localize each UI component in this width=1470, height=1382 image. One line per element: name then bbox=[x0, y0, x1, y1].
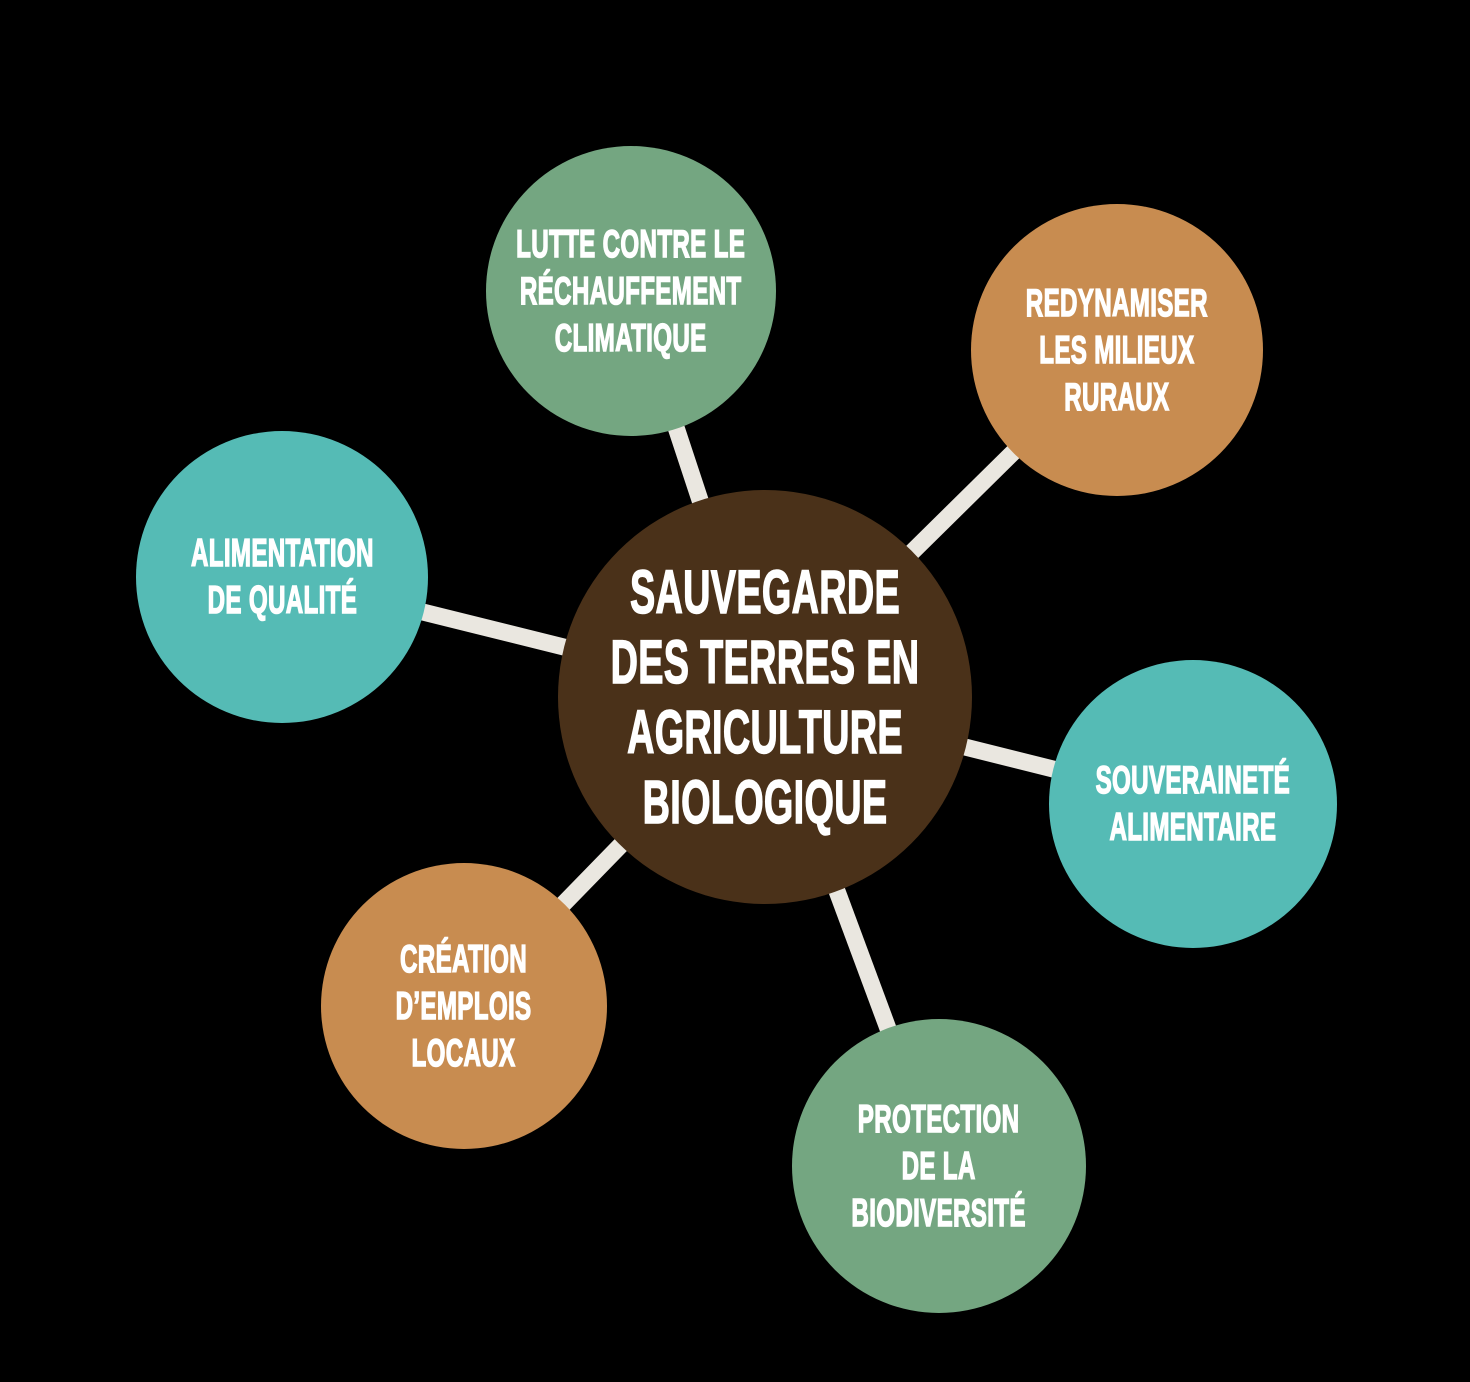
node-center-label: SAUVEGARDEDES TERRES ENAGRICULTUREBIOLOG… bbox=[610, 557, 920, 837]
node-protection-de-la-biodiversite: PROTECTIONDE LABIODIVERSITÉ bbox=[792, 1019, 1086, 1313]
node-souverainete-label: SOUVERAINETÉALIMENTAIRE bbox=[1095, 758, 1291, 850]
node-creation-demplois-locaux: CRÉATIOND’EMPLOISLOCAUX bbox=[321, 863, 607, 1149]
node-lutte-label: LUTTE CONTRE LERÉCHAUFFEMENTCLIMATIQUE bbox=[516, 222, 746, 361]
node-redynamiser-label: REDYNAMISERLES MILIEUXRURAUX bbox=[1025, 281, 1209, 420]
node-alimentation-de-qualite: ALIMENTATIONDE QUALITÉ bbox=[136, 431, 428, 723]
node-protection-label: PROTECTIONDE LABIODIVERSITÉ bbox=[851, 1097, 1027, 1236]
node-center-sauvegarde-des-terres: SAUVEGARDEDES TERRES ENAGRICULTUREBIOLOG… bbox=[558, 490, 972, 904]
node-alimentation-label: ALIMENTATIONDE QUALITÉ bbox=[190, 531, 374, 623]
node-redynamiser-les-milieux-ruraux: REDYNAMISERLES MILIEUXRURAUX bbox=[971, 204, 1263, 496]
node-lutte-contre-le-rechauffement-climatique: LUTTE CONTRE LERÉCHAUFFEMENTCLIMATIQUE bbox=[486, 146, 776, 436]
node-souverainete-alimentaire: SOUVERAINETÉALIMENTAIRE bbox=[1049, 660, 1337, 948]
node-creation-label: CRÉATIOND’EMPLOISLOCAUX bbox=[396, 937, 532, 1076]
